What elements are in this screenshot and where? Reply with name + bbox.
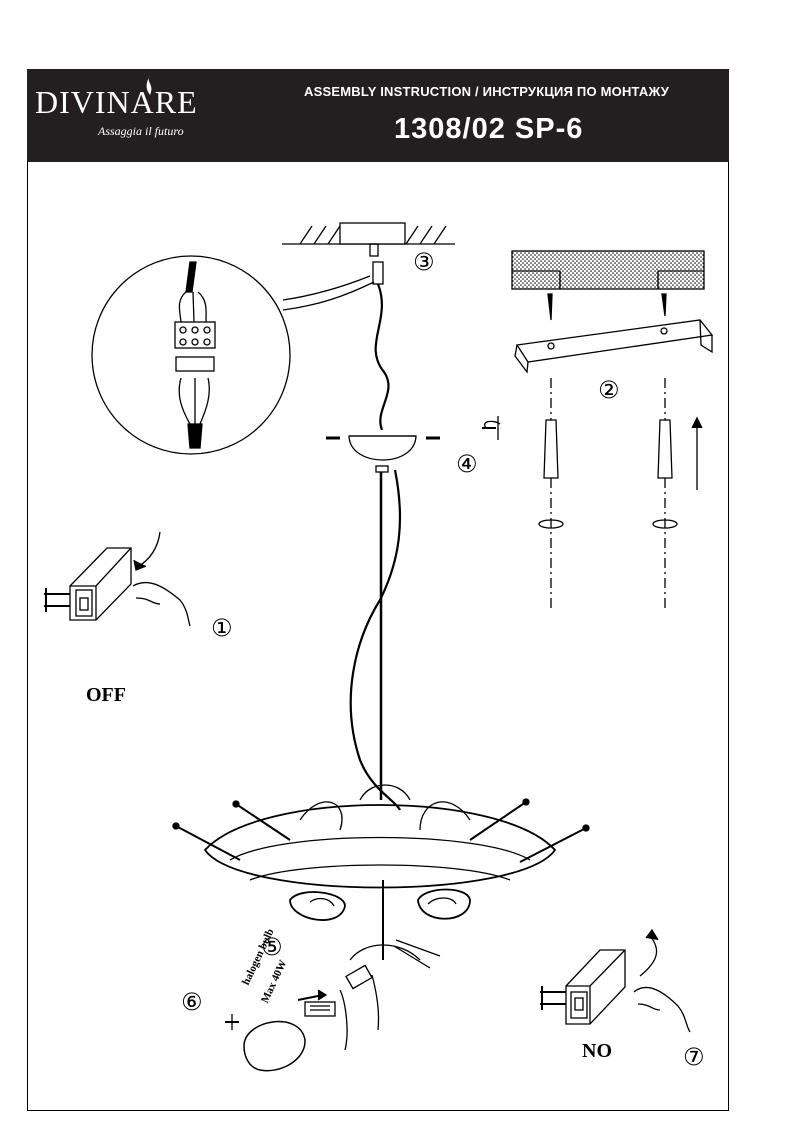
step-1-number: ① (211, 614, 233, 642)
halogen-bulb-detail (297, 964, 373, 1017)
ceiling (282, 222, 455, 285)
step-7-number: ⑦ (683, 1043, 705, 1071)
glass-shade (225, 1014, 306, 1072)
model-number: 1308/02 SP-6 (394, 113, 584, 145)
brand-tagline: Assaggia il futuro (98, 124, 184, 138)
canopy (326, 435, 440, 473)
header-bar (27, 69, 729, 162)
wiring-detail (91, 255, 291, 455)
brand-logo: DIVINARE (35, 84, 198, 120)
switch-on-illustration (540, 928, 691, 1033)
step-5-number: ⑤ (261, 933, 283, 961)
flame-icon (146, 75, 152, 95)
switch-off-illustration (44, 531, 191, 627)
step-2-number: ② (598, 376, 620, 404)
chandelier (172, 784, 590, 1051)
off-label: OFF (86, 684, 126, 706)
document-title: ASSEMBLY INSTRUCTION / ИНСТРУКЦИЯ ПО МОН… (304, 84, 669, 99)
step-6-number: ⑥ (181, 988, 203, 1016)
step-4-number: ④ (456, 450, 478, 478)
mounting-plate-detail (511, 250, 714, 610)
step-3-number: ③ (413, 248, 435, 276)
no-label: NO (582, 1040, 612, 1062)
